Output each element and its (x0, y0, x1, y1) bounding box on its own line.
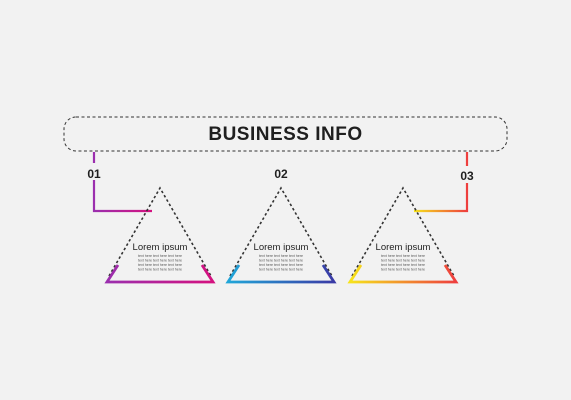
step-3-body-line-4: text here text here text here (381, 268, 425, 272)
title-frame (63, 116, 508, 152)
step-1-triangle-base (104, 264, 216, 284)
step-2-body-line-2: text here text here text here (259, 259, 303, 263)
step-1-triangle-dashed (108, 186, 212, 277)
step-3-connector (414, 152, 469, 213)
step-3-number: 03 (460, 169, 474, 183)
step-2-body-line-3: text here text here text here (259, 263, 303, 267)
step-2-number: 02 (274, 167, 288, 181)
page-title: BUSINESS INFO (208, 124, 362, 145)
step-1-heading: Lorem ipsum (133, 242, 188, 253)
step-2-body-line-4: text here text here text here (259, 268, 303, 272)
step-3-triangle-dashed (351, 186, 455, 277)
step-1-number: 01 (87, 167, 101, 181)
step-2-heading: Lorem ipsum (254, 242, 309, 253)
step-1-body-line-1: text here text here text here (138, 254, 182, 258)
step-3: 03 Lorem ipsum text here text here text … (347, 152, 474, 284)
step-1: 01 Lorem ipsum text here text here text … (87, 152, 216, 284)
step-1-connector (92, 152, 152, 213)
step-2-body-line-1: text here text here text here (259, 254, 303, 258)
step-3-body-line-2: text here text here text here (381, 259, 425, 263)
step-2-triangle-dashed (229, 186, 333, 277)
step-3-body-line-1: text here text here text here (381, 254, 425, 258)
step-2-triangle-base (225, 264, 337, 284)
step-3-body-line-3: text here text here text here (381, 263, 425, 267)
step-3-heading: Lorem ipsum (376, 242, 431, 253)
step-1-body-line-4: text here text here text here (138, 268, 182, 272)
step-2: 02 Lorem ipsum text here text here text … (225, 152, 337, 284)
step-1-body-line-3: text here text here text here (138, 263, 182, 267)
step-3-triangle-base (347, 264, 459, 284)
step-1-body-line-2: text here text here text here (138, 259, 182, 263)
